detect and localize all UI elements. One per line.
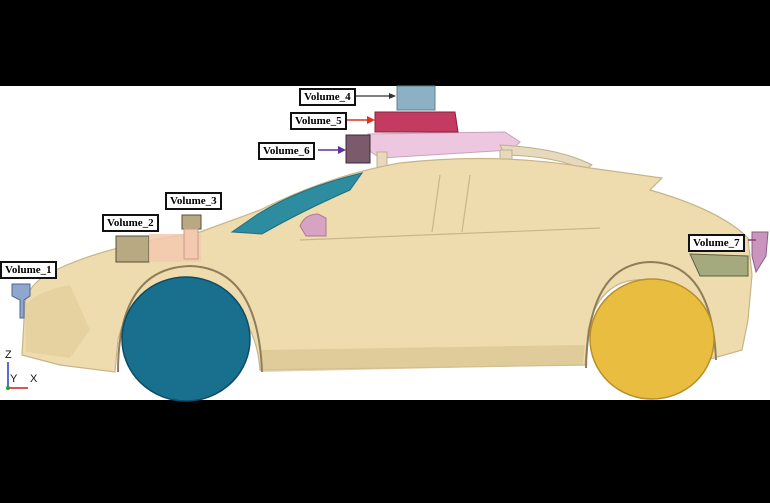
volume-1-box bbox=[11, 283, 31, 319]
front-wheel bbox=[121, 276, 251, 402]
volume-4-box bbox=[396, 85, 436, 111]
volume-5-label: Volume_5 bbox=[290, 112, 347, 130]
side-mirror bbox=[299, 213, 327, 237]
front-bumper-shade bbox=[25, 285, 90, 358]
volume-4-label: Volume_4 bbox=[299, 88, 356, 106]
z-axis-label: Z bbox=[5, 349, 12, 361]
windshield bbox=[230, 172, 364, 235]
volume-3-box bbox=[181, 214, 202, 230]
volume-1-label: Volume_1 bbox=[0, 261, 57, 279]
volume-7-label: Volume_7 bbox=[688, 234, 745, 252]
rear-sensor bbox=[751, 231, 769, 274]
door-line bbox=[299, 174, 601, 241]
rear-wheel bbox=[589, 278, 715, 400]
volume-2-box bbox=[115, 235, 150, 263]
x-axis-label: X bbox=[30, 373, 38, 385]
volume-3-post bbox=[183, 228, 199, 260]
y-axis bbox=[6, 386, 10, 390]
arrowhead-volume-6 bbox=[338, 146, 346, 154]
side-sill bbox=[260, 345, 585, 372]
arrowhead-volume-4 bbox=[389, 93, 396, 99]
volume-6-box bbox=[345, 134, 371, 164]
volume-6-label: Volume_6 bbox=[258, 142, 315, 160]
bottom-letterbox bbox=[0, 400, 770, 498]
top-letterbox bbox=[0, 0, 770, 86]
rear-wheel-arch bbox=[585, 260, 717, 369]
volume-7-box bbox=[689, 253, 749, 277]
volume-5-box bbox=[374, 111, 459, 133]
front-wheel-arch bbox=[117, 264, 263, 373]
volume-2-label: Volume_2 bbox=[102, 214, 159, 232]
y-axis-label: Y bbox=[10, 373, 18, 385]
arrowhead-volume-5 bbox=[367, 116, 375, 124]
volume-3-label: Volume_3 bbox=[165, 192, 222, 210]
